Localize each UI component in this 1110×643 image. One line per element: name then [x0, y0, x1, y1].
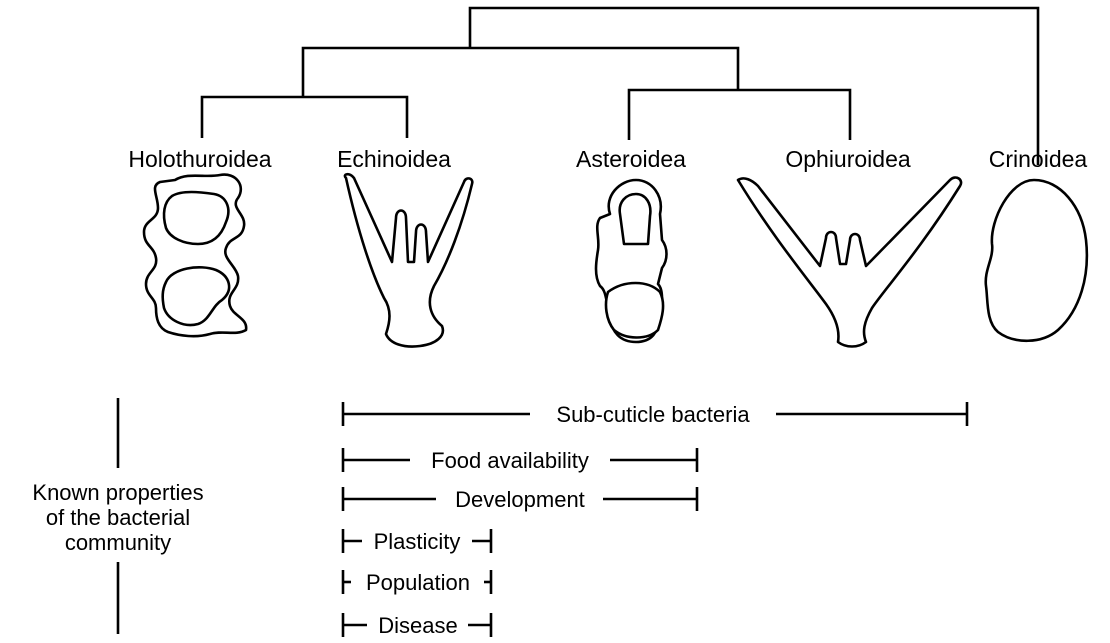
known-properties-label-line2: of the bacterial	[46, 505, 190, 530]
property-label-disease: Disease	[378, 613, 457, 638]
larva-crinoidea-drawing	[986, 180, 1087, 341]
larva-asteroidea-drawing	[596, 180, 667, 342]
known-properties-label-line3: community	[65, 530, 171, 555]
tree-branch-astero-ophiuro	[629, 90, 850, 140]
larva-holothuroidea-drawing	[144, 175, 246, 337]
known-properties-label-line1: Known properties	[32, 480, 203, 505]
property-label-population: Population	[366, 570, 470, 595]
larva-ophiuroidea-drawing	[738, 178, 961, 347]
taxon-label-crinoidea: Crinoidea	[989, 146, 1088, 172]
taxon-label-ophiuroidea: Ophiuroidea	[785, 146, 911, 172]
tree-branch-holo-echino	[202, 97, 407, 138]
property-label-development: Development	[455, 487, 585, 512]
taxon-label-holothuroidea: Holothuroidea	[128, 146, 271, 172]
property-label-plasticity: Plasticity	[374, 529, 461, 554]
larva-echinoidea-drawing	[345, 174, 472, 346]
taxon-label-asteroidea: Asteroidea	[576, 146, 686, 172]
property-label-food-availability: Food availability	[431, 448, 589, 473]
property-label-sub-cuticle-bacteria: Sub-cuticle bacteria	[556, 402, 750, 427]
taxon-label-echinoidea: Echinoidea	[337, 146, 451, 172]
tree-branch-root	[470, 8, 1038, 165]
phylogenetic-tree	[202, 8, 1038, 165]
